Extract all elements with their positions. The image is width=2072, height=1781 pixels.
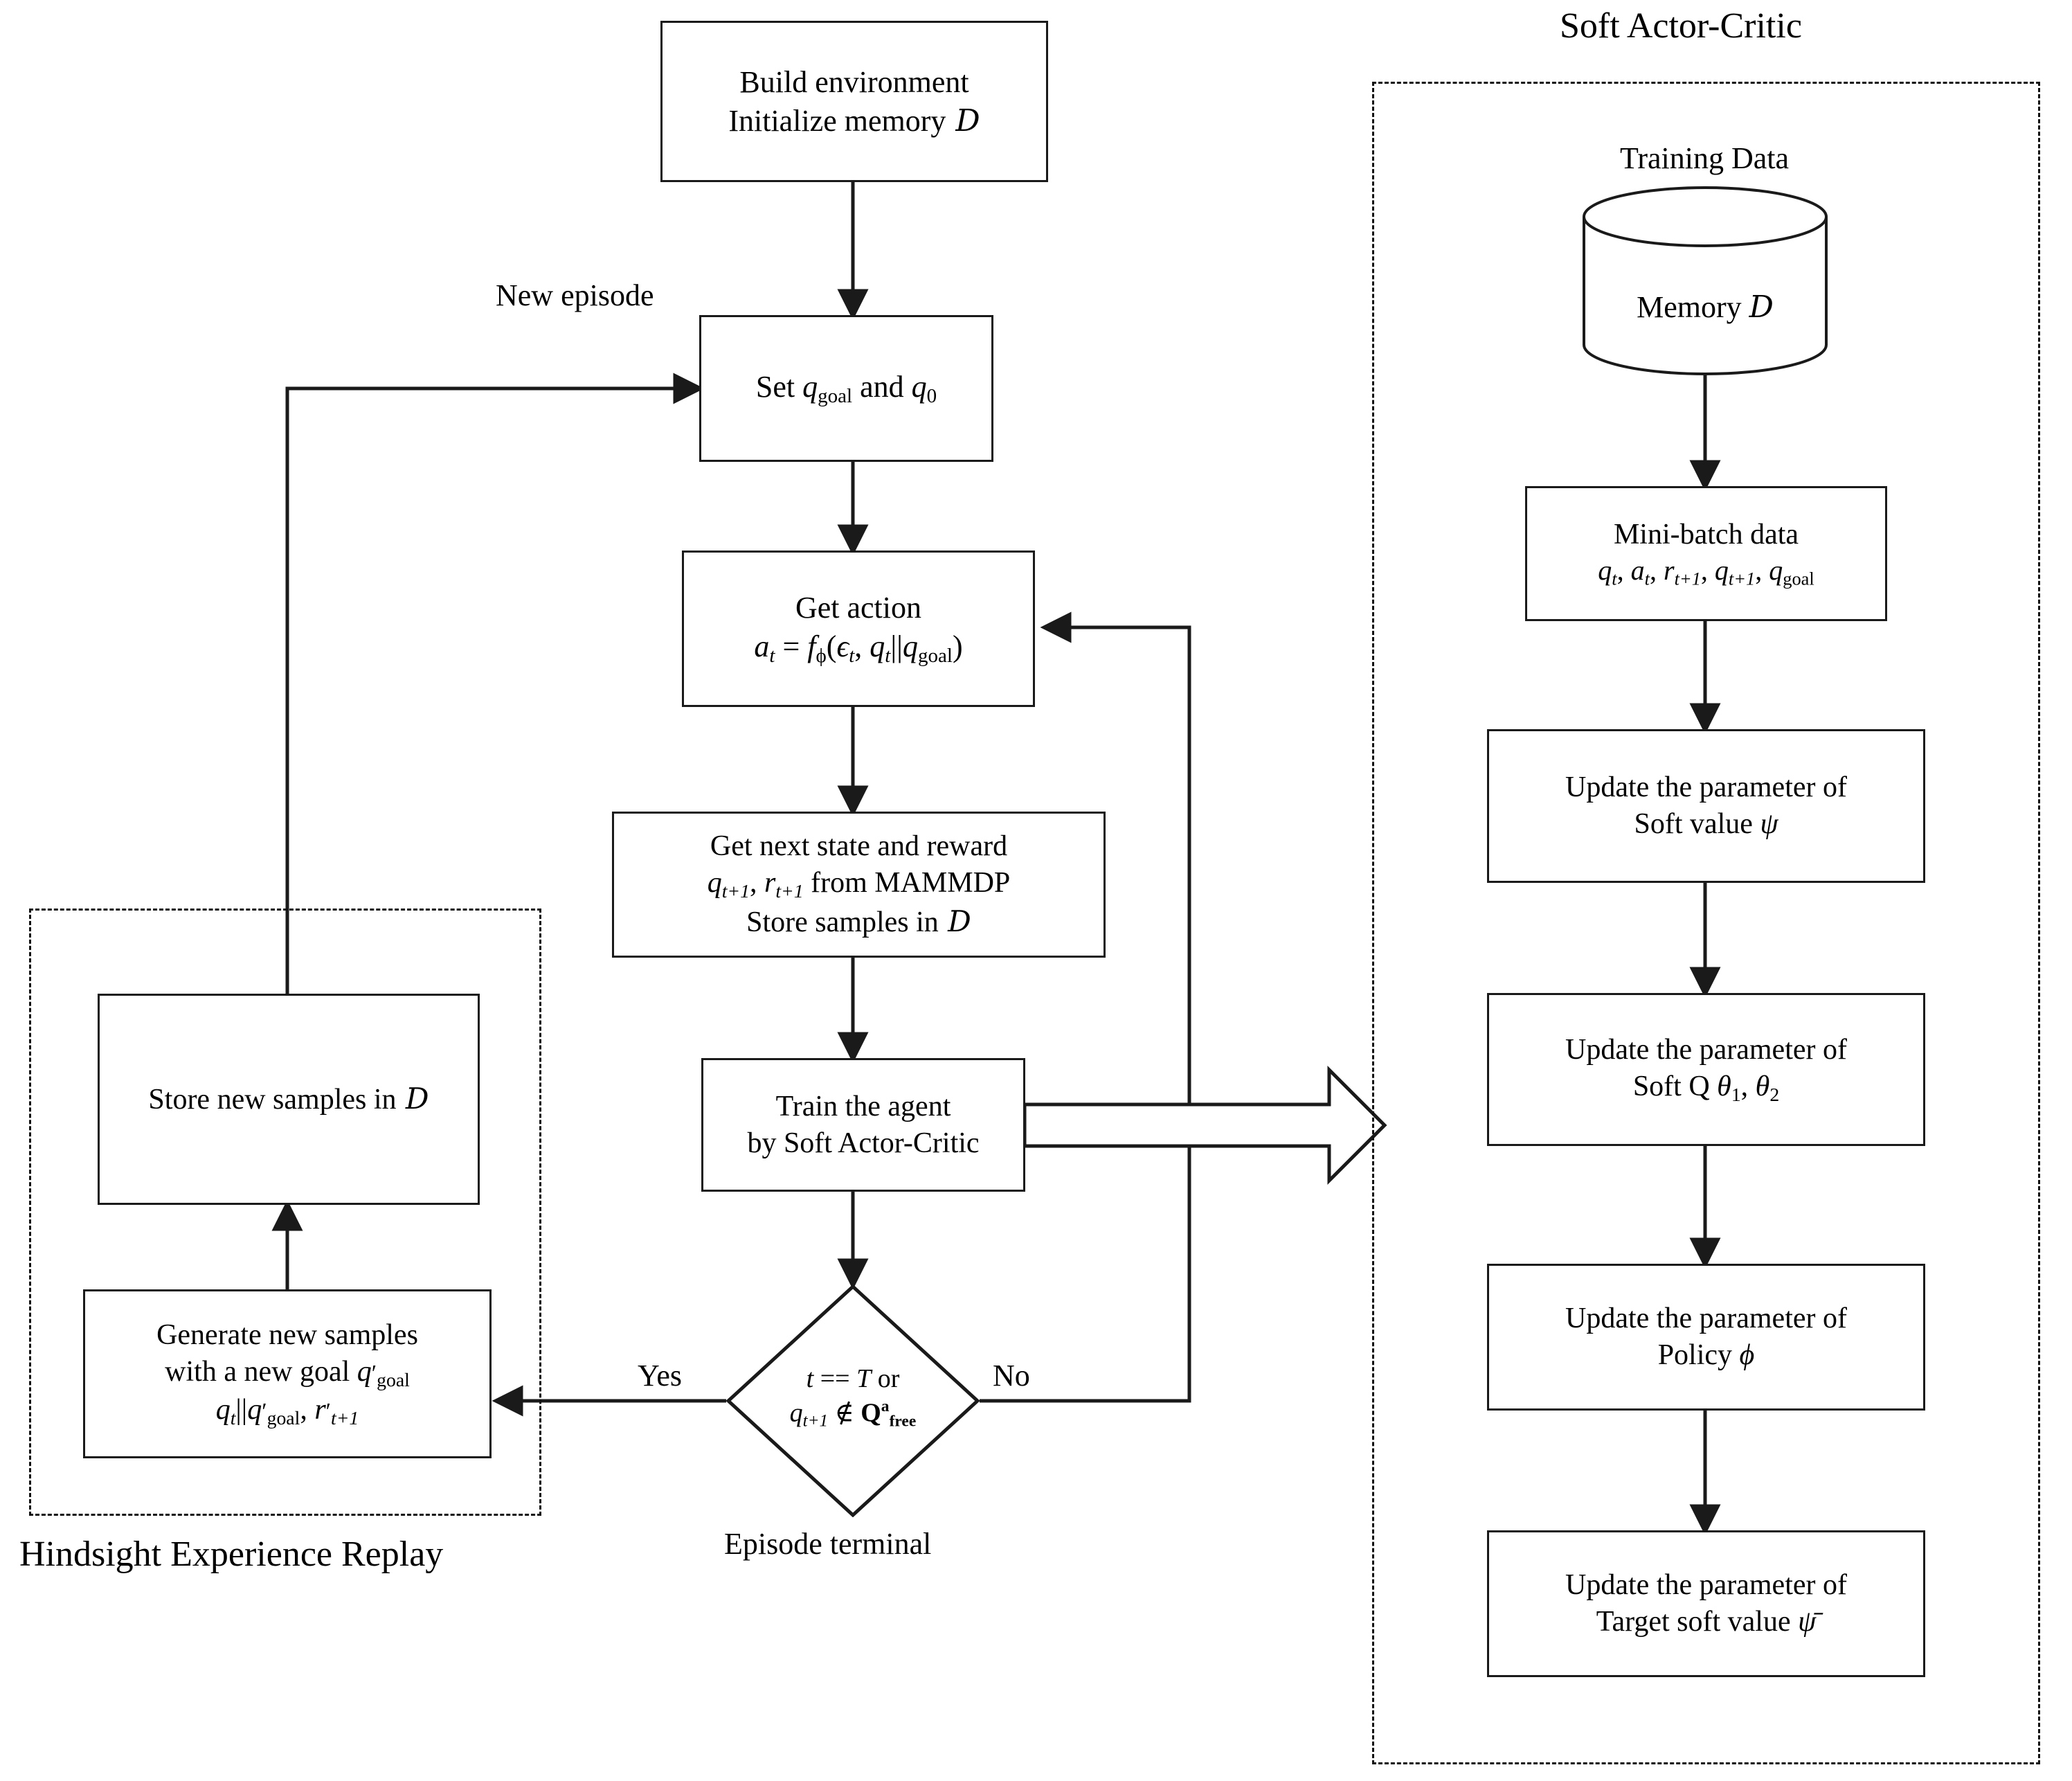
node-get-next-state[interactable]: Get next state and reward qt+1, rt+1 fro… (612, 812, 1106, 958)
label-no: No (993, 1359, 1030, 1393)
label-new-episode: New episode (496, 278, 654, 312)
generate-line-1: Generate new samples (156, 1318, 418, 1351)
node-episode-terminal-decision[interactable]: t == T or qt+1 ∉ Qafree (726, 1285, 980, 1517)
build-line-2: Initialize memory D (728, 102, 980, 138)
decision-line-1: t == T or (806, 1364, 900, 1393)
sac-group-box (1372, 82, 2040, 1764)
node-set-goal[interactable]: Set qgoal and q0 (699, 315, 993, 462)
generate-line-3: qt||q′goal, r′t+1 (215, 1394, 359, 1429)
update-policy-line-2: Policy ϕ (1657, 1339, 1755, 1371)
block-arrow-to-sac (1023, 1065, 1387, 1185)
edge-decision-no-loop (980, 611, 1191, 1403)
node-update-target-soft-value[interactable]: Update the parameter of Target soft valu… (1487, 1530, 1925, 1677)
update-value-line-1: Update the parameter of (1565, 771, 1847, 804)
node-generate-new-samples[interactable]: Generate new samples with a new goal q′g… (83, 1289, 492, 1458)
minibatch-line-1: Mini-batch data (1613, 519, 1799, 551)
update-target-line-2: Target soft value ψ̄ (1596, 1606, 1817, 1638)
get-action-formula: at = fϕ(ϵt, qt||qgoal) (754, 629, 963, 667)
node-update-soft-value[interactable]: Update the parameter of Soft value ψ (1487, 729, 1925, 883)
sac-section-title: Soft Actor-Critic (1560, 6, 1802, 46)
next-state-line-1: Get next state and reward (710, 830, 1008, 863)
update-value-line-2: Soft value ψ (1634, 808, 1778, 840)
train-line-1: Train the agent (775, 1090, 951, 1122)
label-episode-terminal: Episode terminal (724, 1527, 932, 1561)
store-new-text: Store new samples in D (148, 1081, 429, 1116)
label-training-data: Training Data (1620, 141, 1790, 175)
node-build-environment[interactable]: Build environment Initialize memory D (660, 21, 1048, 182)
node-update-soft-q[interactable]: Update the parameter of Soft Q θ1, θ2 (1487, 993, 1925, 1146)
update-q-line-1: Update the parameter of (1565, 1034, 1847, 1066)
node-store-new-samples[interactable]: Store new samples in D (98, 994, 480, 1205)
decision-label: t == T or qt+1 ∉ Qafree (726, 1362, 980, 1433)
node-memory-cylinder[interactable]: Memory D (1580, 186, 1830, 376)
generate-line-2: with a new goal q′goal (165, 1355, 410, 1390)
set-goal-text: Set qgoal and q0 (755, 370, 937, 408)
build-line-1: Build environment (739, 65, 969, 100)
her-group-box (29, 909, 541, 1516)
minibatch-line-2: qt, at, rt+1, qt+1, qgoal (1598, 555, 1814, 589)
update-policy-line-1: Update the parameter of (1565, 1303, 1847, 1335)
get-action-line-1: Get action (795, 591, 922, 625)
label-yes: Yes (638, 1359, 683, 1393)
node-update-policy[interactable]: Update the parameter of Policy ϕ (1487, 1264, 1925, 1411)
next-state-line-3: Store samples in D (746, 904, 971, 938)
next-state-line-2: qt+1, rt+1 from MAMMDP (707, 867, 1011, 902)
node-mini-batch-data[interactable]: Mini-batch data qt, at, rt+1, qt+1, qgoa… (1525, 486, 1887, 621)
her-section-title: Hindsight Experience Replay (19, 1534, 444, 1574)
update-target-line-1: Update the parameter of (1565, 1569, 1847, 1602)
update-q-line-2: Soft Q θ1, θ2 (1632, 1071, 1780, 1105)
node-train-agent[interactable]: Train the agent by Soft Actor-Critic (701, 1058, 1025, 1192)
train-line-2: by Soft Actor-Critic (747, 1127, 980, 1159)
memory-label: Memory D (1637, 289, 1774, 325)
decision-line-2: qt+1 ∉ Qafree (789, 1397, 917, 1431)
node-get-action[interactable]: Get action at = fϕ(ϵt, qt||qgoal) (682, 551, 1035, 707)
